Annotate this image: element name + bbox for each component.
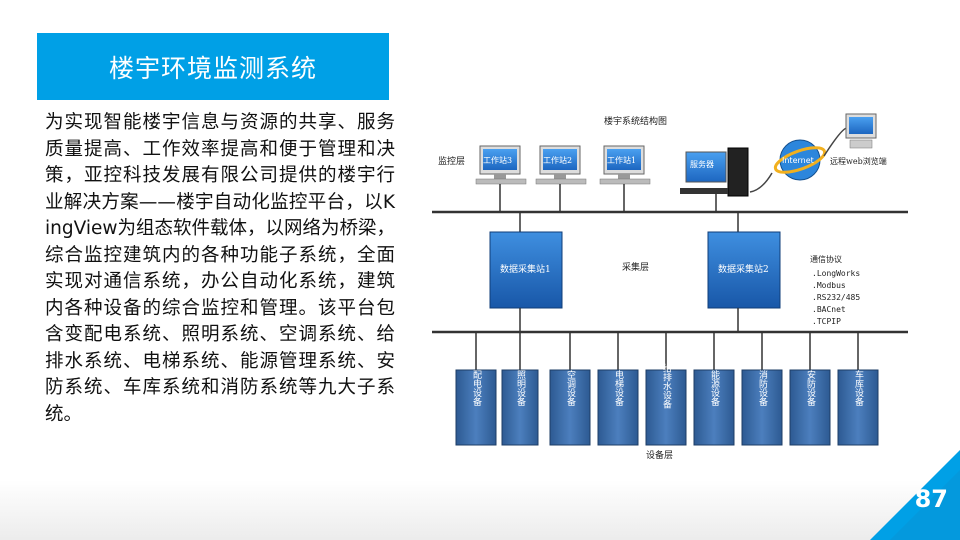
collector-label: 数据采集站2: [718, 263, 769, 275]
collector-station: 数据采集站1: [489, 231, 563, 309]
collector-label: 数据采集站1: [500, 263, 551, 275]
layer-label-monitor: 监控层: [438, 155, 465, 167]
device-label: 空调设备: [565, 369, 576, 406]
device-label: 消防设备: [757, 369, 768, 406]
protocol-item: .RS232/485: [812, 293, 860, 302]
device-label: 安防设备: [805, 369, 816, 406]
device-label: 车库设备: [853, 369, 864, 406]
device-column: 给排水设备: [645, 362, 687, 446]
device-label: 照明设备: [515, 370, 526, 406]
protocol-list: 通信协议 .LongWorks .Modbus .RS232/485 .BACn…: [810, 254, 860, 326]
layer-label-collect: 采集层: [622, 261, 649, 273]
device-label: 给排水设备: [661, 362, 672, 408]
protocol-item: .TCPIP: [812, 317, 841, 326]
protocol-item: .BACnet: [812, 305, 846, 314]
workstation: 工作站3: [475, 145, 527, 185]
device-column: 照明设备: [501, 369, 539, 446]
device-label: 电梯设备: [613, 369, 624, 406]
device-column: 空调设备: [549, 369, 591, 446]
workstation: 工作站1: [599, 145, 651, 185]
workstation-label: 工作站1: [607, 155, 636, 165]
device-column: 能源设备: [693, 369, 735, 446]
protocol-item: .LongWorks: [812, 269, 860, 278]
device-label: 能源设备: [709, 369, 720, 406]
workstation: 工作站2: [535, 145, 587, 185]
server: 服务器: [680, 147, 749, 197]
collector-station: 数据采集站2: [707, 231, 781, 309]
device-column: 电梯设备: [597, 369, 639, 446]
server-label: 服务器: [690, 159, 714, 169]
remote-browser: 远程web浏览端: [830, 113, 887, 166]
building-system-diagram: 楼宇系统结构图 监控层 工作站3 工作站2 工作站1 服务器 Internet: [432, 108, 908, 462]
device-column: 配电设备: [455, 369, 497, 446]
slide-title: 楼宇环境监测系统: [108, 53, 317, 83]
protocol-title: 通信协议: [810, 254, 842, 264]
device-column: 安防设备: [789, 369, 831, 446]
title-bar: 楼宇环境监测系统: [37, 33, 389, 100]
device-column: 车库设备: [837, 369, 879, 446]
background-shade: [0, 480, 960, 540]
device-column: 消防设备: [741, 369, 783, 446]
diagram-title: 楼宇系统结构图: [604, 115, 667, 127]
page-number: 87: [914, 485, 948, 513]
protocol-item: .Modbus: [812, 281, 846, 290]
internet-label: Internet: [782, 156, 814, 165]
internet-icon: Internet: [773, 139, 827, 181]
device-label: 配电设备: [471, 370, 482, 406]
body-paragraph: 为实现智能楼宇信息与资源的共享、服务质量提高、工作效率提高和便于管理和决策，亚控…: [45, 112, 396, 425]
layer-label-device: 设备层: [646, 449, 673, 461]
remote-browser-label: 远程web浏览端: [830, 156, 887, 166]
workstation-label: 工作站3: [483, 155, 512, 165]
page-corner-badge: [870, 450, 960, 540]
workstation-label: 工作站2: [543, 155, 572, 165]
